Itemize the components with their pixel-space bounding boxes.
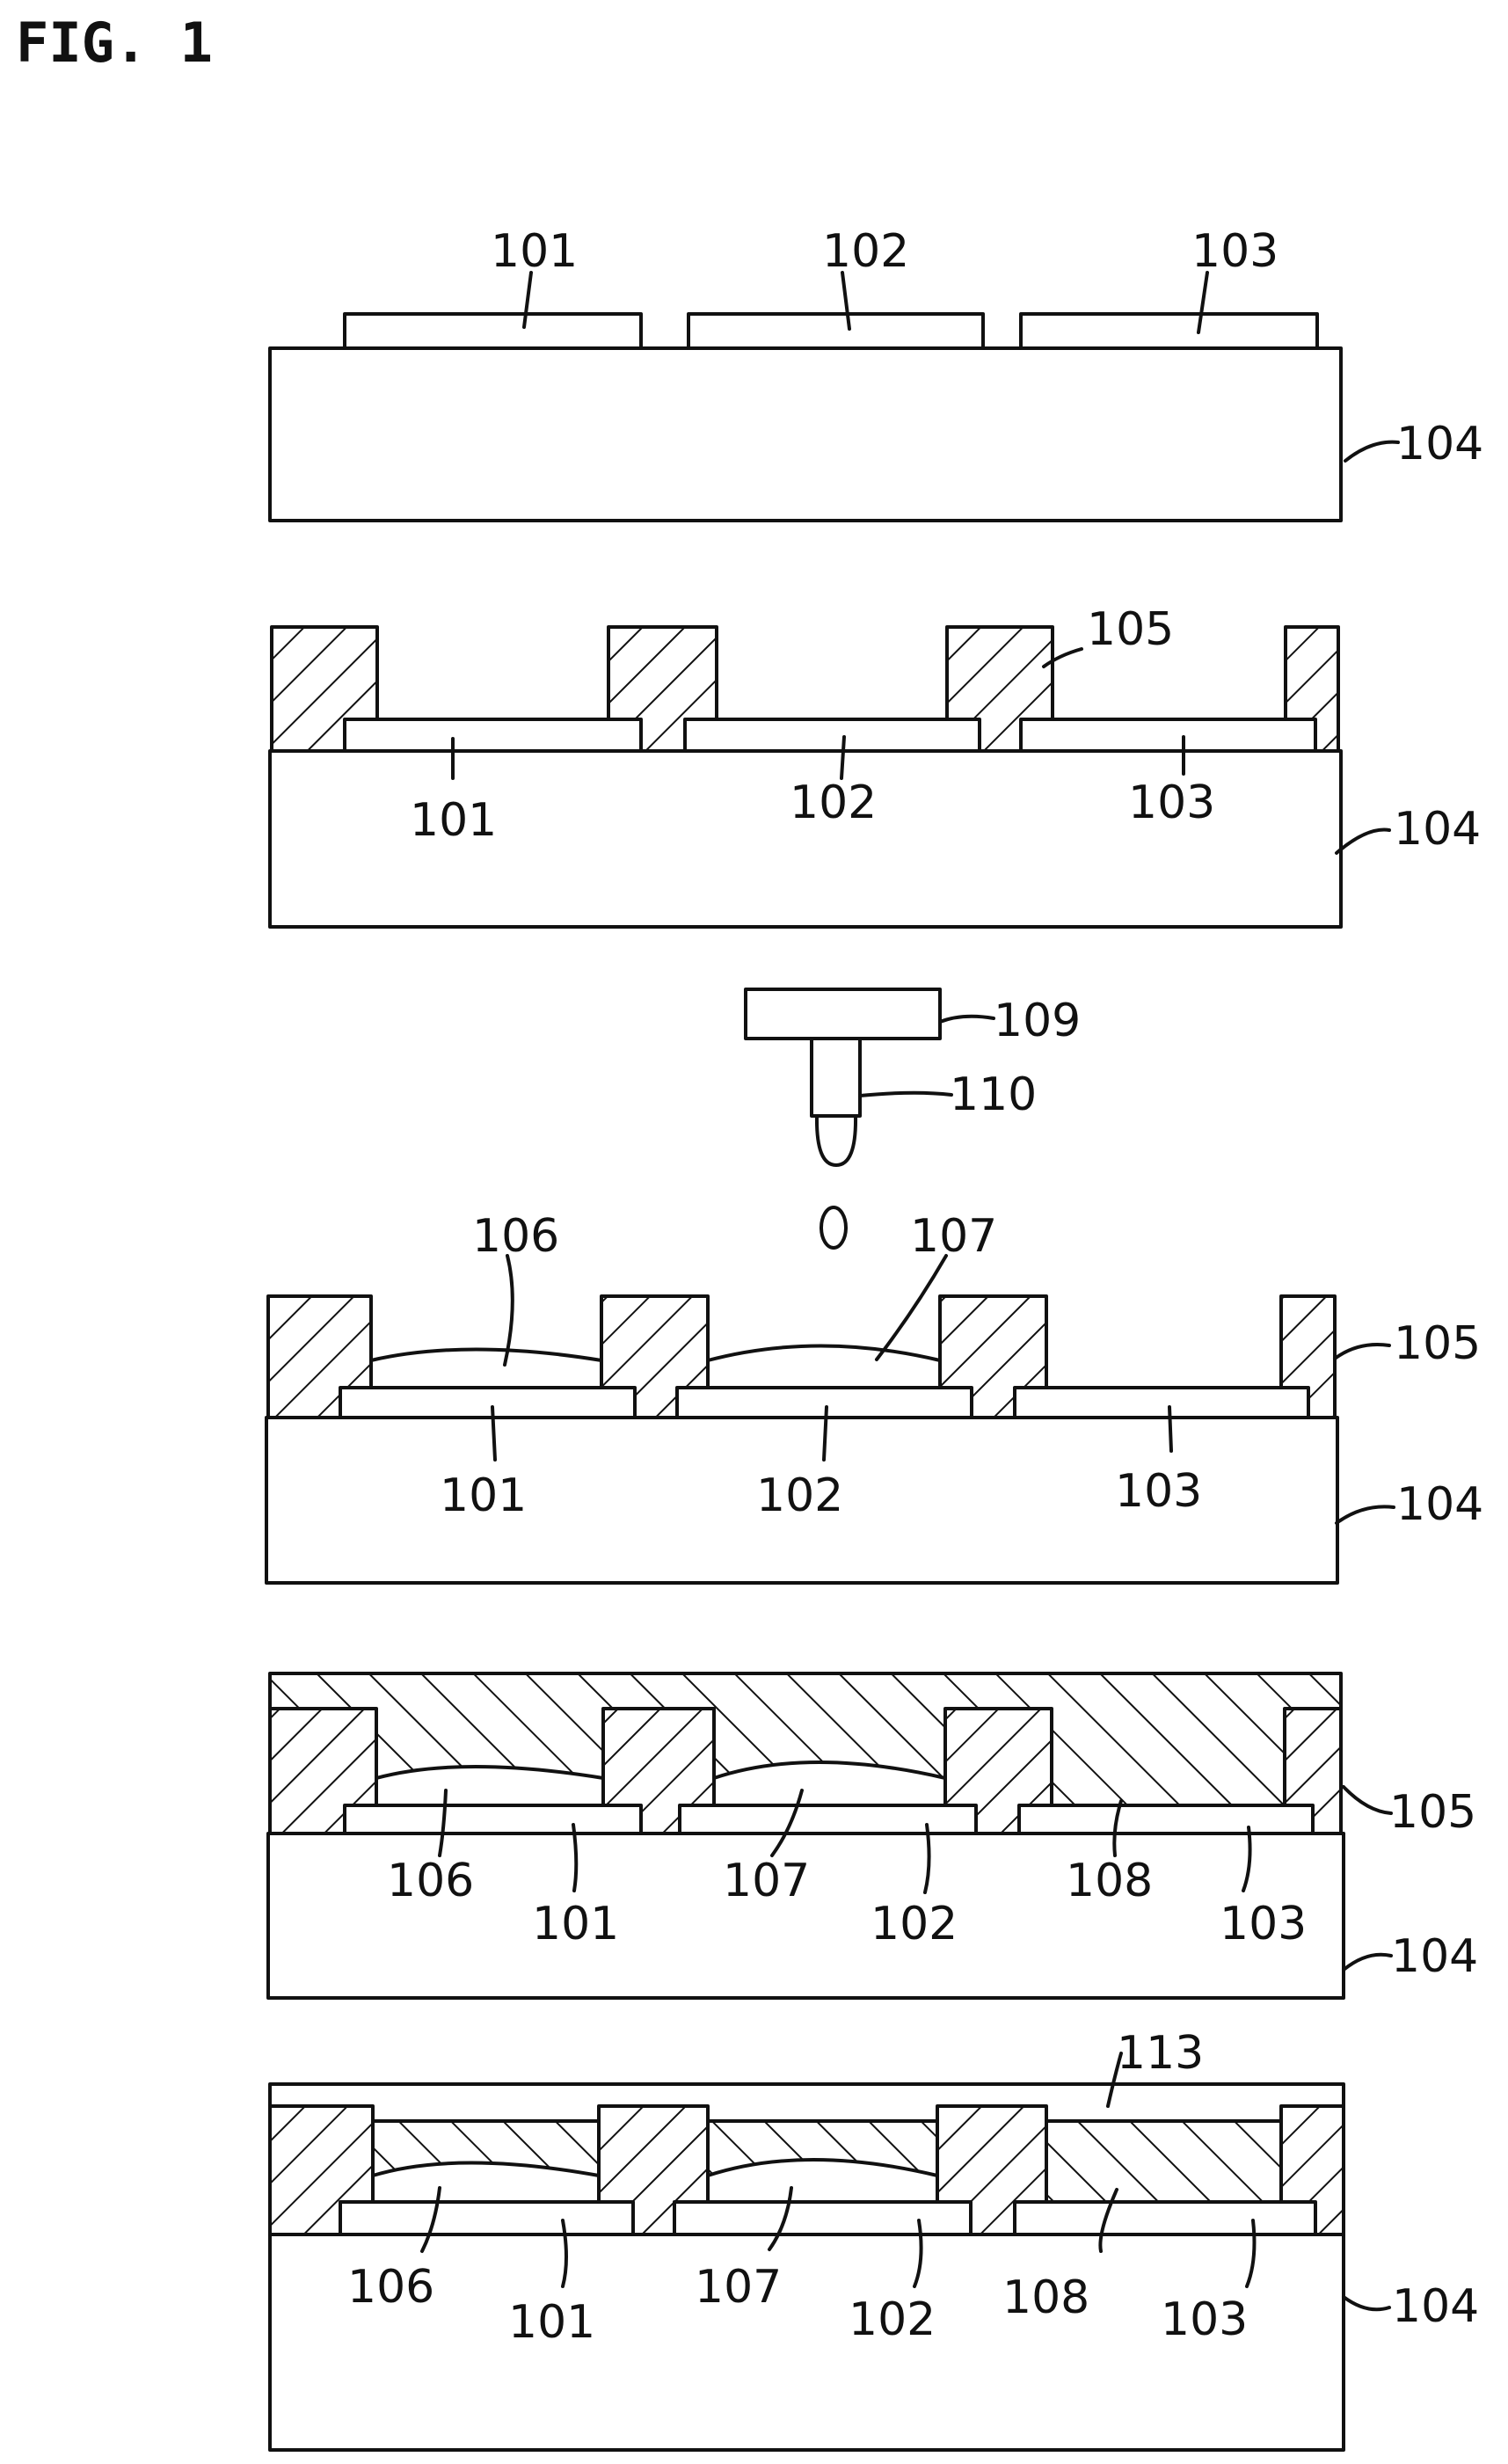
droplet-falling [821,1207,846,1248]
label-104: 104 [1392,2280,1479,2333]
electrode-102 [688,314,983,348]
label-105: 105 [1394,1317,1481,1370]
label-110: 110 [950,1068,1037,1121]
electrode-102 [685,719,980,751]
label-106: 106 [347,2261,434,2314]
electrode-103 [1021,719,1315,751]
electrode-101 [345,314,641,348]
label-103: 103 [1115,1465,1202,1518]
electrode-103 [1019,1805,1313,1833]
electrode-101 [345,719,641,751]
label-104: 104 [1394,803,1481,856]
label-107: 107 [910,1210,997,1263]
cover-113 [270,2084,1344,2121]
label-101: 101 [491,225,578,278]
label-103: 103 [1161,2293,1248,2346]
ink-layer-106 [376,1767,603,1805]
label-106: 106 [472,1210,559,1263]
electrode-101 [345,1805,641,1833]
droplet-forming [817,1116,856,1165]
step-4: 106 101 107 102 108 103 105 104 [268,1673,1478,1998]
ink-layer-106 [371,1350,601,1389]
step-3: 109 110 106 107 105 101 102 103 104 [266,989,1483,1583]
ink-layer-107 [708,1346,940,1389]
electrode-101 [340,1388,635,1418]
step-1: 101 102 103 104 [270,225,1483,521]
label-108: 108 [1002,2271,1089,2324]
electrode-103 [1021,314,1317,348]
label-102: 102 [756,1469,843,1522]
nozzle-110 [812,1039,860,1116]
label-107: 107 [695,2261,782,2314]
label-106: 106 [387,1855,474,1907]
substrate-104 [270,348,1341,521]
label-113: 113 [1117,2027,1204,2080]
label-104: 104 [1396,418,1483,470]
electrode-102 [680,1805,976,1833]
label-101: 101 [532,1898,619,1950]
label-102: 102 [822,225,909,278]
label-104: 104 [1391,1930,1478,1983]
label-109: 109 [994,995,1081,1047]
label-101: 101 [410,794,497,847]
label-101: 101 [440,1469,527,1522]
step-5: 113 106 101 107 102 108 103 104 [270,2027,1479,2450]
step-2: 105 101 102 103 104 [270,603,1481,927]
label-102: 102 [871,1898,958,1950]
electrode-103 [1015,1388,1308,1418]
label-108: 108 [1066,1855,1153,1907]
label-103: 103 [1191,225,1279,278]
label-105: 105 [1087,603,1174,656]
electrode-102 [674,2202,971,2234]
label-105: 105 [1389,1786,1476,1839]
label-101: 101 [508,2296,595,2349]
label-102: 102 [849,2293,936,2346]
label-104: 104 [1396,1478,1483,1531]
inkjet-head-109 [746,989,940,1039]
ink-layer-106 [373,2163,599,2203]
electrode-102 [677,1388,972,1418]
label-103: 103 [1128,776,1215,829]
electrode-101 [340,2202,633,2234]
label-107: 107 [723,1855,810,1907]
electrode-103 [1015,2202,1315,2234]
label-103: 103 [1220,1898,1307,1950]
label-102: 102 [790,776,877,829]
figure-title: FIG. 1 [16,11,213,75]
